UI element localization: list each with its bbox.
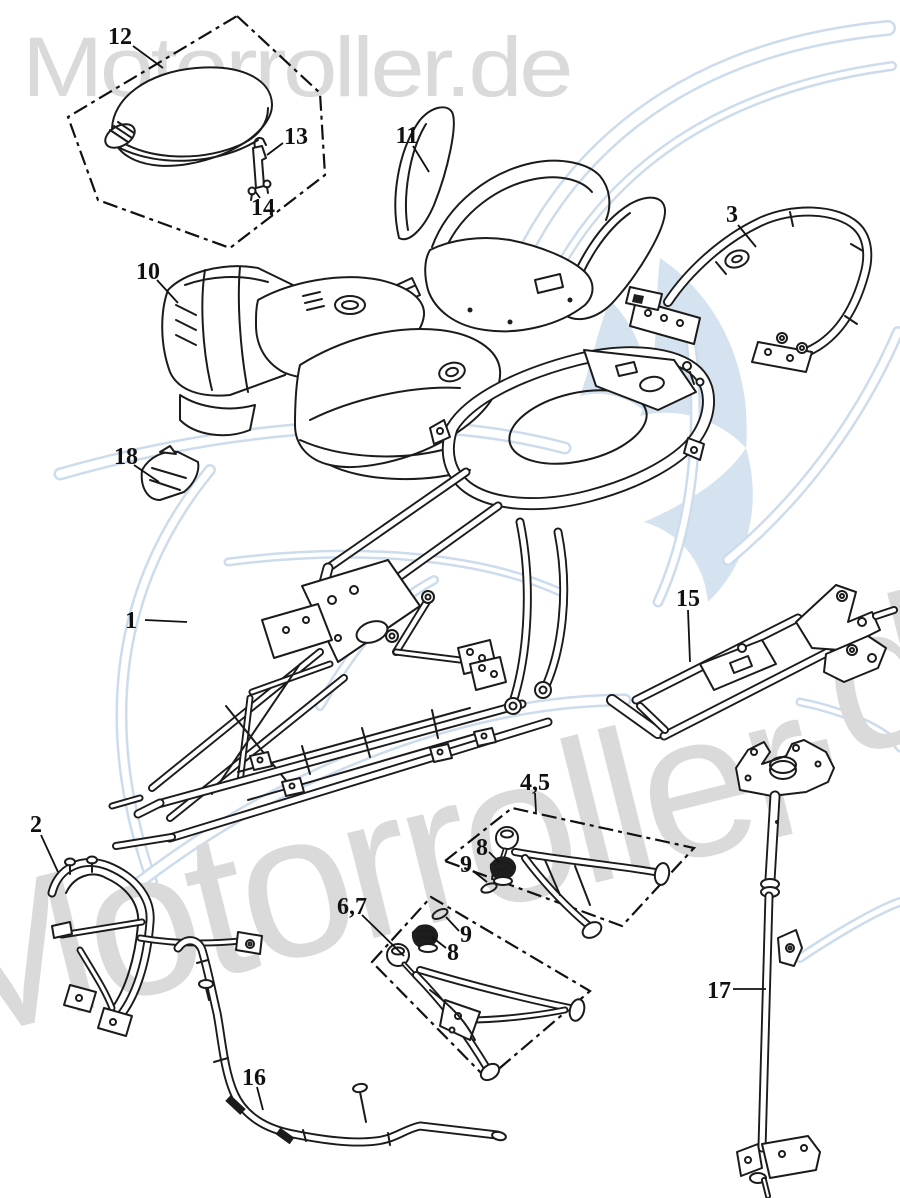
part-front-body-panel	[161, 265, 502, 481]
part-rear-body-panel	[374, 106, 667, 333]
label-8-upper: 8	[476, 835, 488, 861]
top-watermark-text: Motorroller.de	[22, 20, 570, 114]
part-seat-group	[66, 14, 327, 250]
part-number-labels: 12 13 14 11 3 10 18 1 15 2 4,5 8 9 9 8 6…	[30, 24, 738, 1091]
part-lower-a-arm-group	[370, 895, 592, 1082]
part-rear-carrier	[625, 206, 873, 373]
label-15: 15	[676, 586, 700, 612]
leader-lines	[40, 45, 766, 1111]
part-upper-a-arm-group	[442, 806, 697, 939]
part-seat-latch	[247, 137, 272, 201]
label-8-lower: 8	[447, 940, 459, 966]
label-12: 12	[108, 24, 132, 50]
label-9-upper: 9	[460, 852, 472, 878]
label-9-lower: 9	[460, 922, 472, 948]
part-bracket	[140, 445, 200, 501]
label-14: 14	[251, 195, 275, 221]
label-10: 10	[136, 259, 160, 285]
part-steering-stem	[735, 739, 835, 1198]
label-18: 18	[114, 444, 138, 470]
label-1: 1	[125, 608, 137, 634]
label-4-5: 4,5	[520, 770, 550, 796]
label-6-7: 6,7	[337, 894, 367, 920]
part-handlebar	[173, 936, 507, 1147]
part-swing-arm	[606, 584, 898, 741]
label-11: 11	[396, 123, 419, 149]
label-3: 3	[726, 202, 738, 228]
label-2: 2	[30, 812, 42, 838]
label-13: 13	[284, 124, 308, 150]
part-frame	[108, 346, 715, 850]
label-16: 16	[242, 1065, 266, 1091]
label-17: 17	[707, 978, 731, 1004]
